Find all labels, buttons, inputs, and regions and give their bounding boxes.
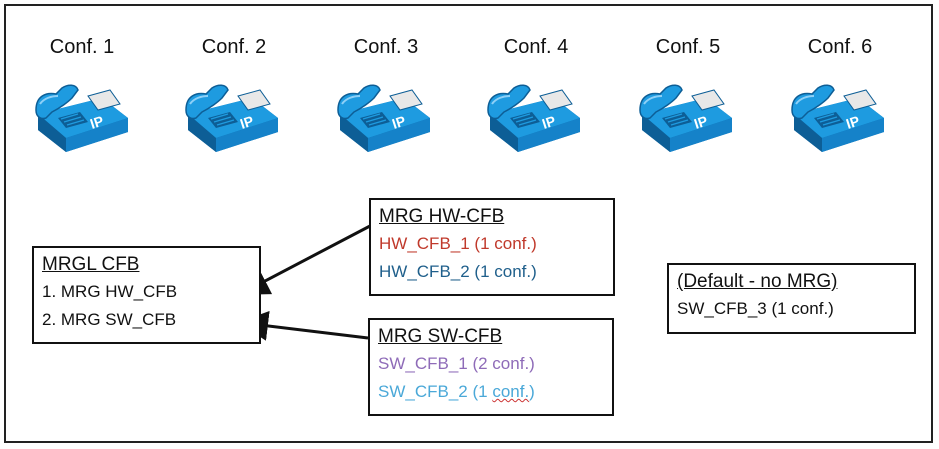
mrg-sw-title: MRG SW-CFB xyxy=(378,326,503,347)
mrgl-cfb-box: MRGL CFB 1. MRG HW_CFB 2. MRG SW_CFB xyxy=(32,246,261,344)
mrg-hw-cfb-box: MRG HW-CFB HW_CFB_1 (1 conf.) HW_CFB_2 (… xyxy=(369,198,615,296)
svg-text:IP: IP xyxy=(390,113,408,132)
hw-cfb-1: HW_CFB_1 (1 conf.) xyxy=(379,234,537,253)
svg-text:IP: IP xyxy=(844,113,862,132)
default-no-mrg-box: (Default - no MRG) SW_CFB_3 (1 conf.) xyxy=(667,263,916,334)
conf-label-1: Conf. 1 xyxy=(49,36,115,58)
ip-phone-icon: IP xyxy=(636,74,736,154)
hw-cfb-2: HW_CFB_2 (1 conf.) xyxy=(379,262,537,281)
ip-phone-icon: IP xyxy=(182,74,282,154)
default-item: SW_CFB_3 (1 conf.) xyxy=(677,299,834,318)
sw-cfb-2: SW_CFB_2 (1 conf.) xyxy=(378,378,604,406)
ip-phone-icon: IP xyxy=(484,74,584,154)
conf-label-6: Conf. 6 xyxy=(807,36,873,58)
arrow-hw-to-mrgl xyxy=(238,224,371,295)
arrow-sw-to-mrgl xyxy=(238,310,369,341)
default-title: (Default - no MRG) xyxy=(677,271,838,292)
sw-cfb-1: SW_CFB_1 (2 conf.) xyxy=(378,354,535,373)
sw-cfb-2-pre: SW_CFB_2 (1 xyxy=(378,382,493,401)
svg-text:IP: IP xyxy=(540,113,558,132)
svg-text:IP: IP xyxy=(692,113,710,132)
ip-phone-icon: IP xyxy=(32,74,132,154)
mrgl-item-1: 1. MRG HW_CFB xyxy=(42,282,178,301)
mrg-hw-title: MRG HW-CFB xyxy=(379,206,505,227)
svg-text:IP: IP xyxy=(88,113,106,132)
conf-label-4: Conf. 4 xyxy=(503,36,569,58)
sw-cfb-2-conf: conf. xyxy=(492,382,530,401)
conf-label-3: Conf. 3 xyxy=(353,36,419,58)
conf-label-5: Conf. 5 xyxy=(655,36,721,58)
mrgl-title: MRGL CFB xyxy=(42,254,140,275)
ip-phone-icon: IP xyxy=(788,74,888,154)
conf-label-2: Conf. 2 xyxy=(201,36,267,58)
mrg-sw-cfb-box: MRG SW-CFB SW_CFB_1 (2 conf.) SW_CFB_2 (… xyxy=(368,318,614,416)
ip-phone-icon: IP xyxy=(334,74,434,154)
svg-text:IP: IP xyxy=(238,113,256,132)
mrgl-item-2: 2. MRG SW_CFB xyxy=(42,310,177,329)
sw-cfb-2-post: ) xyxy=(529,382,535,401)
diagram-frame xyxy=(4,4,933,443)
